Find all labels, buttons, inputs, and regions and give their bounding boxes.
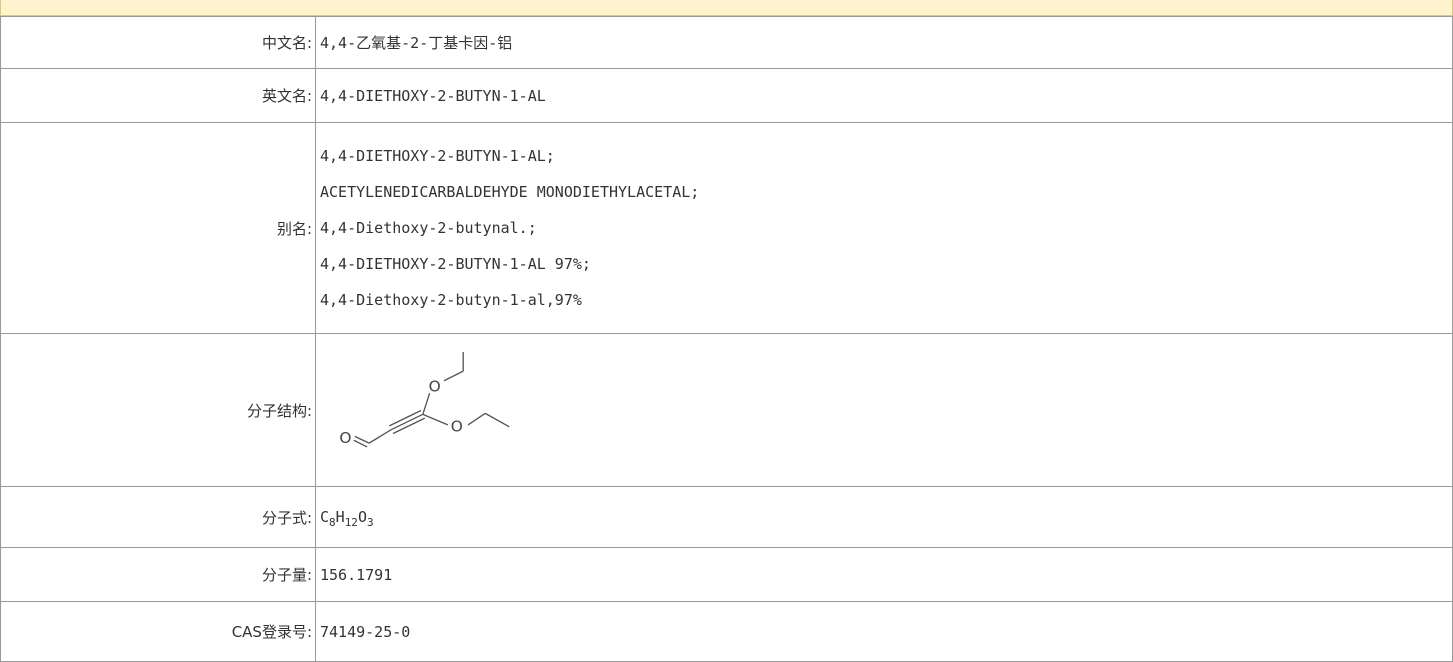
cas-value: 74149-25-0 bbox=[315, 601, 1453, 662]
formula-subscript: 12 bbox=[344, 516, 358, 529]
structure-label: 分子结构: bbox=[0, 333, 316, 487]
formula-subscript: 8 bbox=[329, 516, 336, 529]
alias-list: 4,4-DIETHOXY-2-BUTYN-1-AL; ACETYLENEDICA… bbox=[315, 122, 1453, 334]
table-row: 分子式: C8H12O3 bbox=[0, 486, 1453, 548]
alias-item: ACETYLENEDICARBALDEHYDE MONODIETHYLACETA… bbox=[320, 183, 700, 201]
structure-cell: O O O bbox=[315, 333, 1453, 487]
oxygen-atom-label: O bbox=[451, 418, 463, 436]
oxygen-atom-label: O bbox=[429, 377, 441, 395]
formula-subscript: 3 bbox=[366, 516, 374, 529]
english-name-label: 英文名: bbox=[0, 68, 316, 123]
table-row: 中文名: 4,4-乙氧基-2-丁基卡因-铝 bbox=[0, 16, 1453, 69]
property-table: 中文名: 4,4-乙氧基-2-丁基卡因-铝 英文名: 4,4-DIETHOXY-… bbox=[0, 16, 1453, 662]
chinese-name-label: 中文名: bbox=[0, 16, 316, 69]
formula-element: O bbox=[357, 508, 367, 526]
alias-item: 4,4-Diethoxy-2-butynal.; bbox=[320, 219, 537, 237]
chinese-name-value: 4,4-乙氧基-2-丁基卡因-铝 bbox=[315, 16, 1453, 69]
english-name-value: 4,4-DIETHOXY-2-BUTYN-1-AL bbox=[315, 68, 1453, 123]
cas-label: CAS登录号: bbox=[0, 601, 316, 662]
formula-element: C bbox=[320, 508, 330, 526]
table-row: 分子量: 156.1791 bbox=[0, 547, 1453, 602]
alias-item: 4,4-DIETHOXY-2-BUTYN-1-AL 97%; bbox=[320, 255, 591, 273]
table-row: 别名: 4,4-DIETHOXY-2-BUTYN-1-AL; ACETYLENE… bbox=[0, 122, 1453, 334]
table-row: 分子结构: bbox=[0, 333, 1453, 487]
table-row: 英文名: 4,4-DIETHOXY-2-BUTYN-1-AL bbox=[0, 68, 1453, 123]
header-bar bbox=[0, 0, 1453, 16]
alias-item: 4,4-DIETHOXY-2-BUTYN-1-AL; bbox=[320, 147, 555, 165]
formula-element: H bbox=[335, 508, 345, 526]
oxygen-atom-label: O bbox=[339, 429, 351, 447]
alias-label: 别名: bbox=[0, 122, 316, 334]
molecule-structure-image: O O O bbox=[339, 351, 510, 448]
alias-item: 4,4-Diethoxy-2-butyn-1-al,97% bbox=[320, 291, 582, 309]
molecular-weight-value: 156.1791 bbox=[315, 547, 1453, 602]
table-row: CAS登录号: 74149-25-0 bbox=[0, 601, 1453, 662]
formula-value: C8H12O3 bbox=[315, 486, 1453, 548]
formula-label: 分子式: bbox=[0, 486, 316, 548]
molecular-weight-label: 分子量: bbox=[0, 547, 316, 602]
